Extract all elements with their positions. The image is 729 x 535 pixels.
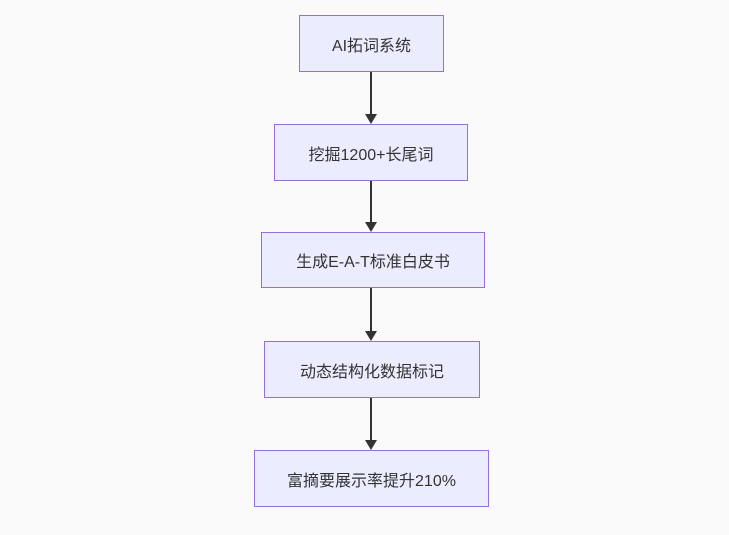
flow-arrow-4 <box>365 398 377 450</box>
flow-arrow-2 <box>365 181 377 232</box>
flow-node-structured-data-markup: 动态结构化数据标记 <box>264 341 480 398</box>
flow-node-eat-whitepaper: 生成E-A-T标准白皮书 <box>261 232 485 288</box>
arrow-head-icon <box>365 222 377 232</box>
arrow-line <box>370 72 372 115</box>
arrow-line <box>370 398 372 441</box>
arrow-head-icon <box>365 114 377 124</box>
flow-node-longtail-mining: 挖掘1200+长尾词 <box>274 124 468 181</box>
arrow-head-icon <box>365 331 377 341</box>
flow-node-ai-keyword-system: AI拓词系统 <box>299 15 444 72</box>
flow-node-rich-snippet-rate: 富摘要展示率提升210% <box>254 450 489 507</box>
flow-arrow-1 <box>365 72 377 124</box>
arrow-line <box>370 181 372 223</box>
arrow-line <box>370 288 372 332</box>
flow-arrow-3 <box>365 288 377 341</box>
arrow-head-icon <box>365 440 377 450</box>
